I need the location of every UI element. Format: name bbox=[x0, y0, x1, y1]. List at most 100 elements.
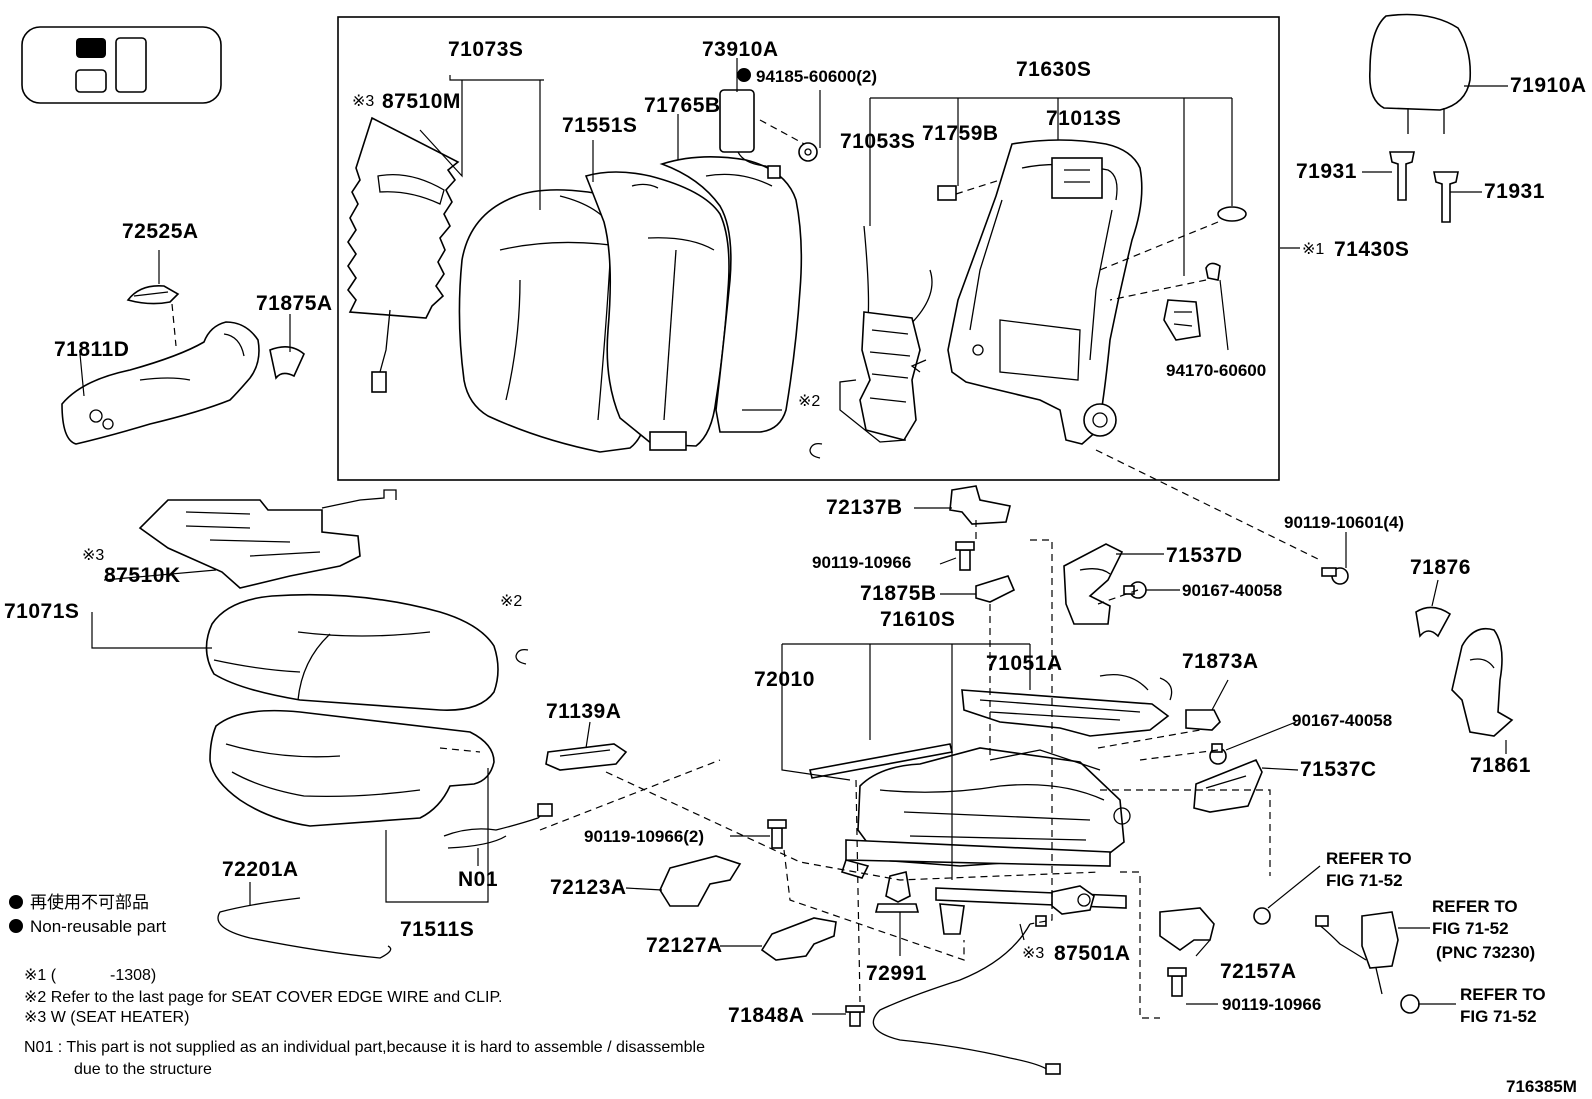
label-71910A: 71910A bbox=[1510, 74, 1587, 97]
clip-symbol-b bbox=[515, 648, 529, 665]
label-71430S: 71430S bbox=[1334, 238, 1409, 261]
refer-3-line2: FIG 71-52 bbox=[1460, 1007, 1537, 1026]
bolt-90167-40058-b bbox=[1209, 743, 1227, 765]
label-72525A: 72525A bbox=[122, 220, 199, 243]
cushion-harness bbox=[443, 803, 553, 849]
label-71876: 71876 bbox=[1410, 556, 1471, 579]
refer-1-line1: REFER TO bbox=[1326, 849, 1412, 868]
label-71875A: 71875A bbox=[256, 292, 333, 315]
label-90167-40058-b: 90167-40058 bbox=[1292, 711, 1392, 730]
non-reusable-dot-94185 bbox=[737, 68, 751, 82]
label-90167-40058-a: 90167-40058 bbox=[1182, 581, 1282, 600]
clip-symbol-a bbox=[809, 442, 823, 459]
label-71931-right: 71931 bbox=[1484, 180, 1545, 203]
edge-wire bbox=[217, 897, 392, 959]
hinge-cover-71875B bbox=[975, 575, 1016, 603]
label-71811D: 71811D bbox=[54, 338, 129, 361]
label-71073S: 71073S bbox=[448, 38, 523, 61]
note-2: ※2 Refer to the last page for SEAT COVER… bbox=[24, 989, 503, 1006]
refer-1-line2: FIG 71-52 bbox=[1326, 871, 1403, 890]
part-labels: 71073S 73910A 94185-60600(2) 71630S ※3 8… bbox=[4, 38, 1587, 1027]
note-n01b: due to the structure bbox=[74, 1061, 212, 1078]
side-shield-71861 bbox=[1451, 627, 1514, 737]
refer-2-line1: REFER TO bbox=[1432, 897, 1518, 916]
seatback-group-box bbox=[337, 16, 1280, 481]
bolt-90119-10966-b bbox=[1167, 967, 1187, 997]
seatback-spring bbox=[839, 225, 933, 443]
seatback-frame bbox=[947, 139, 1143, 445]
seat-position-icon bbox=[21, 26, 222, 104]
headrest bbox=[1368, 13, 1472, 134]
note-n01a: N01 : This part is not supplied as an in… bbox=[24, 1039, 705, 1056]
label-72010: 72010 bbox=[754, 668, 815, 691]
seatback-pad bbox=[584, 171, 730, 451]
heater-switch-87501A bbox=[1051, 885, 1095, 915]
label-72991: 72991 bbox=[866, 962, 927, 985]
legend: 再使用不可部品 Non-reusable part bbox=[9, 892, 166, 936]
seat-belt-buckle bbox=[1315, 911, 1399, 995]
label-72157A: 72157A bbox=[1220, 960, 1297, 983]
label-71861: 71861 bbox=[1470, 754, 1531, 777]
notes: ※1 ( -1308) ※2 Refer to the last page fo… bbox=[24, 967, 705, 1078]
refer-2-line2: FIG 71-52 bbox=[1432, 919, 1509, 938]
label-73910A: 73910A bbox=[702, 38, 779, 61]
label-72123A: 72123A bbox=[550, 876, 627, 899]
note-3: ※3 W (SEAT HEATER) bbox=[24, 1009, 189, 1026]
label-71848A: 71848A bbox=[728, 1004, 805, 1027]
seatback-grommets bbox=[1099, 206, 1247, 341]
label-71071S: 71071S bbox=[4, 600, 79, 623]
cover-72127A bbox=[760, 917, 837, 961]
bolt-90119-10966-a bbox=[955, 541, 975, 571]
side-shield bbox=[61, 321, 260, 445]
mark-3-87510K: ※3 bbox=[82, 547, 104, 564]
label-71537D: 71537D bbox=[1166, 544, 1243, 567]
label-94170-60600: 94170-60600 bbox=[1166, 361, 1266, 380]
mark-2-cushion: ※2 bbox=[500, 593, 522, 610]
hinge-cover-left bbox=[269, 346, 305, 380]
label-72127A: 72127A bbox=[646, 934, 723, 957]
legend-jp: 再使用不可部品 bbox=[30, 892, 149, 912]
hinge-71537C bbox=[1193, 758, 1263, 813]
label-87510M: 87510M bbox=[382, 90, 461, 113]
label-87501A: 87501A bbox=[1054, 942, 1131, 965]
label-90119-10601: 90119-10601(4) bbox=[1284, 513, 1404, 532]
label-71610S: 71610S bbox=[880, 608, 955, 631]
hinge-cover-71876 bbox=[1415, 606, 1452, 638]
label-71537C: 71537C bbox=[1300, 758, 1377, 781]
label-71931-left: 71931 bbox=[1296, 160, 1357, 183]
mark-3-87501A: ※3 bbox=[1022, 945, 1044, 962]
clip-71848A bbox=[845, 1005, 865, 1027]
label-71139A: 71139A bbox=[546, 700, 621, 723]
cover-71139A bbox=[545, 743, 628, 771]
label-71511S: 71511S bbox=[400, 918, 474, 941]
label-94185-60600: 94185-60600(2) bbox=[756, 67, 877, 86]
label-90119-10966-b: 90119-10966 bbox=[1222, 995, 1321, 1014]
refer-3-line1: REFER TO bbox=[1460, 985, 1546, 1004]
lever-knob bbox=[126, 284, 180, 347]
label-72137B: 72137B bbox=[826, 496, 903, 519]
label-71765B: 71765B bbox=[644, 94, 721, 117]
mark-1-71430S: ※1 bbox=[1302, 241, 1324, 258]
label-71875B: 71875B bbox=[860, 582, 937, 605]
label-90119-10966-2: 90119-10966(2) bbox=[584, 827, 704, 846]
buckle-bolt bbox=[1253, 907, 1420, 1014]
label-71551S: 71551S bbox=[562, 114, 637, 137]
label-N01: N01 bbox=[458, 868, 498, 891]
leader-lines bbox=[79, 58, 1508, 1015]
label-72201A: 72201A bbox=[222, 858, 299, 881]
note-1a: ※1 ( bbox=[24, 967, 57, 984]
label-71053S: 71053S bbox=[840, 130, 915, 153]
bracket-72157A bbox=[1159, 907, 1215, 951]
label-90119-10966-a: 90119-10966 bbox=[812, 553, 911, 572]
cover-72123A bbox=[659, 855, 742, 907]
figure-code: 716385M bbox=[1506, 1077, 1577, 1096]
cushion-heater-pad bbox=[138, 489, 397, 589]
bolt-90167-40058-a bbox=[1123, 581, 1147, 599]
cushion-pad bbox=[209, 709, 495, 827]
label-71051A: 71051A bbox=[986, 652, 1063, 675]
label-87510K: 87510K bbox=[104, 564, 181, 587]
label-71873A: 71873A bbox=[1182, 650, 1259, 673]
refer-2-line3: (PNC 73230) bbox=[1436, 943, 1535, 962]
note-1b: -1308) bbox=[110, 967, 156, 984]
